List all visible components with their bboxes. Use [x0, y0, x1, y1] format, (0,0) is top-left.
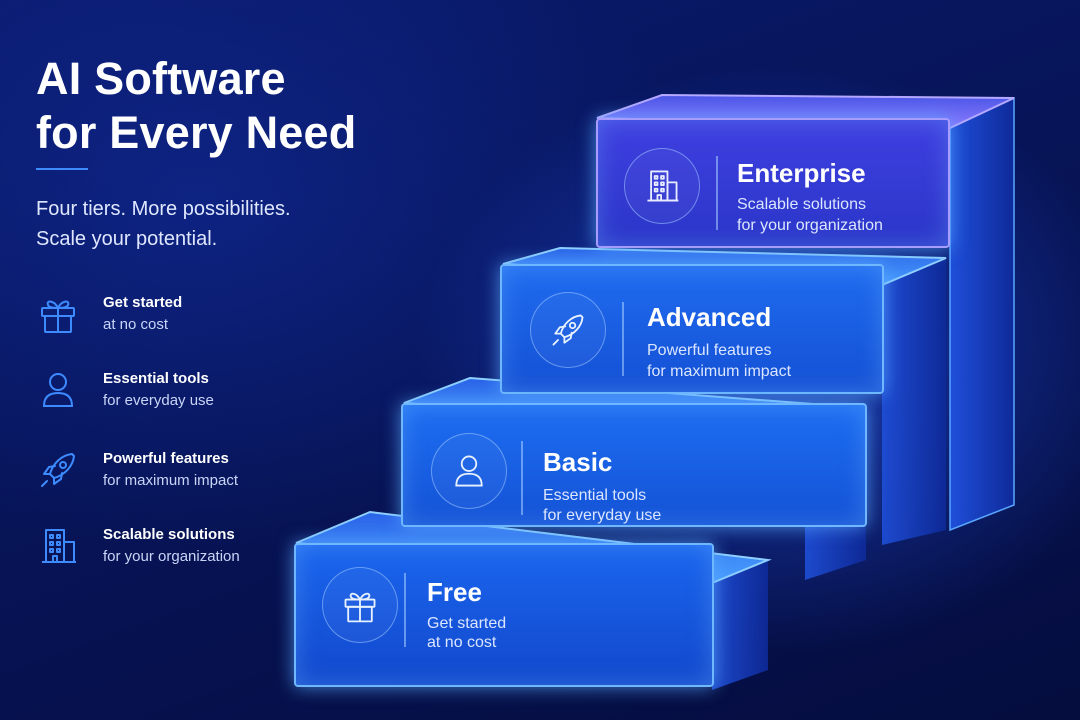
feature-item-advanced: Powerful features for maximum impact: [36, 448, 336, 500]
feature-title: Scalable solutions: [103, 526, 235, 543]
feature-item-free: Get started at no cost: [36, 292, 336, 344]
building-icon: [624, 148, 700, 224]
tier-card-free[interactable]: Free Get started at no cost: [294, 543, 714, 687]
user-icon: [36, 368, 80, 412]
gift-icon: [36, 292, 80, 336]
tier-divider: [521, 441, 523, 515]
tier-card-basic[interactable]: Basic Essential tools for everyday use: [401, 403, 867, 527]
feature-title: Powerful features: [103, 450, 229, 467]
tagline-line-2: Scale your potential.: [36, 228, 218, 250]
rocket-icon: [36, 448, 80, 492]
tier-card-advanced[interactable]: Advanced Powerful features for maximum i…: [500, 264, 884, 394]
tier-desc-line-1: Essential tools: [543, 487, 647, 504]
tier-desc-line-2: for maximum impact: [647, 363, 792, 380]
user-icon: [431, 433, 507, 509]
feature-desc: for your organization: [103, 548, 240, 565]
tier-desc-line-2: for your organization: [737, 217, 883, 234]
tier-desc-line-1: Powerful features: [647, 342, 772, 359]
feature-title: Essential tools: [103, 370, 209, 387]
tier-divider: [622, 302, 624, 376]
headline-line-1: AI Software: [36, 53, 286, 104]
feature-desc: at no cost: [103, 316, 169, 333]
feature-desc: for everyday use: [103, 392, 214, 409]
tier-desc-line-1: Get started: [427, 615, 507, 632]
page-title: AI Software for Every Need: [36, 52, 356, 160]
tagline-line-1: Four tiers. More possibilities.: [36, 198, 291, 220]
tier-divider: [716, 156, 718, 230]
tier-name: Basic: [543, 447, 613, 477]
tier-card-enterprise[interactable]: Enterprise Scalable solutions for your o…: [596, 118, 950, 248]
feature-item-basic: Essential tools for everyday use: [36, 368, 336, 420]
rocket-icon: [530, 292, 606, 368]
tier-name: Advanced: [647, 302, 772, 332]
tier-desc-line-1: Scalable solutions: [737, 196, 866, 213]
tier-name: Enterprise: [737, 158, 866, 188]
tier-desc-line-2: for everyday use: [543, 507, 662, 524]
feature-item-enterprise: Scalable solutions for your organization: [36, 524, 336, 576]
feature-desc: for maximum impact: [103, 472, 239, 489]
tagline: Four tiers. More possibilities. Scale yo…: [36, 194, 291, 254]
tier-divider: [404, 573, 406, 647]
accent-divider: [36, 168, 88, 170]
headline-line-2: for Every Need: [36, 107, 357, 158]
tier-name: Free: [427, 577, 482, 607]
feature-title: Get started: [103, 294, 183, 311]
tier-desc-line-2: at no cost: [427, 634, 497, 651]
building-icon: [36, 524, 80, 568]
gift-icon: [322, 567, 398, 643]
